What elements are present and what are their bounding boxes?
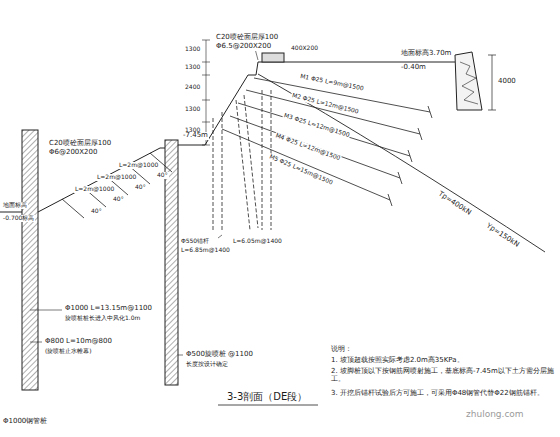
dimension-line (488, 55, 496, 110)
force-label: Tp=400kN (436, 190, 473, 218)
angle-text: 40° (90, 208, 103, 215)
annotation-text: L=2m@1000 (96, 174, 137, 181)
angle-text: 40° (112, 196, 125, 203)
anchor-label: M5 Φ25 L=15m@1500 (267, 153, 334, 187)
rubble-wall (460, 62, 478, 104)
leader-line (30, 45, 258, 355)
dimension-text: 1300 (184, 46, 201, 53)
force-label: Yp=150kN (484, 222, 521, 250)
dimension-text: 1300 (184, 106, 201, 113)
pile-label: L=6.85m@1400 (180, 247, 231, 254)
pile-label: L=6.05m@1400 (232, 238, 283, 245)
anchor-label: M3 Φ25 L=12m@1500 (282, 112, 351, 139)
annotation-text: C20喷砼面层厚100 (215, 34, 279, 42)
ground-line (0, 212, 22, 213)
micro-piles (213, 90, 271, 232)
note-text: 2. 坡脚桩顶以下按钢筋网喷射施工，基底标高-7.45m以下土方需分层施工。 (330, 368, 557, 383)
pile-label: 旋喷桩桩长进入中风化1.0m (64, 315, 141, 322)
dimension-line (202, 40, 210, 145)
elevation-text: 地面标高 (2, 202, 28, 209)
elevation-text: -7.45m (182, 132, 209, 140)
soil-nails (62, 153, 172, 218)
dimension-text: 1300 (184, 64, 201, 71)
note-text: 3. 开挖后锚杆试验后方可施工，可采用Φ48钢管代替Φ22钢筋锚杆。 (330, 390, 557, 398)
pile-label: Φ500旋喷桩 @1100 (185, 351, 254, 359)
note-text: 1. 坡顶超载按照实际考虑2.0m高35KPa。 (330, 357, 557, 365)
watermark: zhulong.com (465, 410, 525, 420)
anchor-label: M4 Φ25 L=12m@1500 (274, 132, 342, 162)
pile-label: Φ550锚杆 (180, 238, 210, 245)
slope-line (178, 62, 455, 145)
annotation-text: Φ6@200X200 (48, 149, 98, 157)
pile-label: Φ800 L=10m@800 (44, 338, 113, 346)
cap-beam (262, 53, 284, 62)
dimension-text: 2400 (184, 84, 201, 91)
pile-label: 长度按设计确定 (185, 361, 229, 368)
annotation-text: L=2m@1000 (74, 186, 115, 193)
slip-surface (258, 74, 545, 252)
section-title: 3-3剖面（DE段） (226, 391, 308, 402)
annotation-text: Φ1000钢管桩 (2, 418, 48, 426)
pile-wall (22, 130, 38, 390)
slope-line (38, 148, 165, 212)
anchor-label: M1 Φ25 L=9m@1500 (299, 73, 366, 92)
elevation-text: -0.700标高 (2, 215, 35, 222)
angle-text: 40° (134, 184, 147, 191)
dimension-text: 4000 (497, 78, 517, 86)
pile-label: (旋喷桩止水帷幕) (44, 348, 93, 355)
annotation-text: C20喷砼面层厚100 (48, 140, 112, 148)
elevation-text: 地面标高3.70m (400, 50, 452, 58)
annotation-text: L=2m@1000 (118, 162, 159, 169)
dimension-text: 400X200 (290, 45, 319, 52)
elevation-text: -0.40m (400, 64, 427, 72)
angle-text: 40° (156, 172, 169, 179)
title-underline (218, 405, 318, 406)
rubble-wall (455, 52, 482, 110)
pile-label: Φ1000 L=13.15m@1100 (64, 305, 153, 313)
annotation-text: Φ6.5@200X200 (215, 43, 272, 51)
note-heading: 说明： (330, 346, 353, 354)
